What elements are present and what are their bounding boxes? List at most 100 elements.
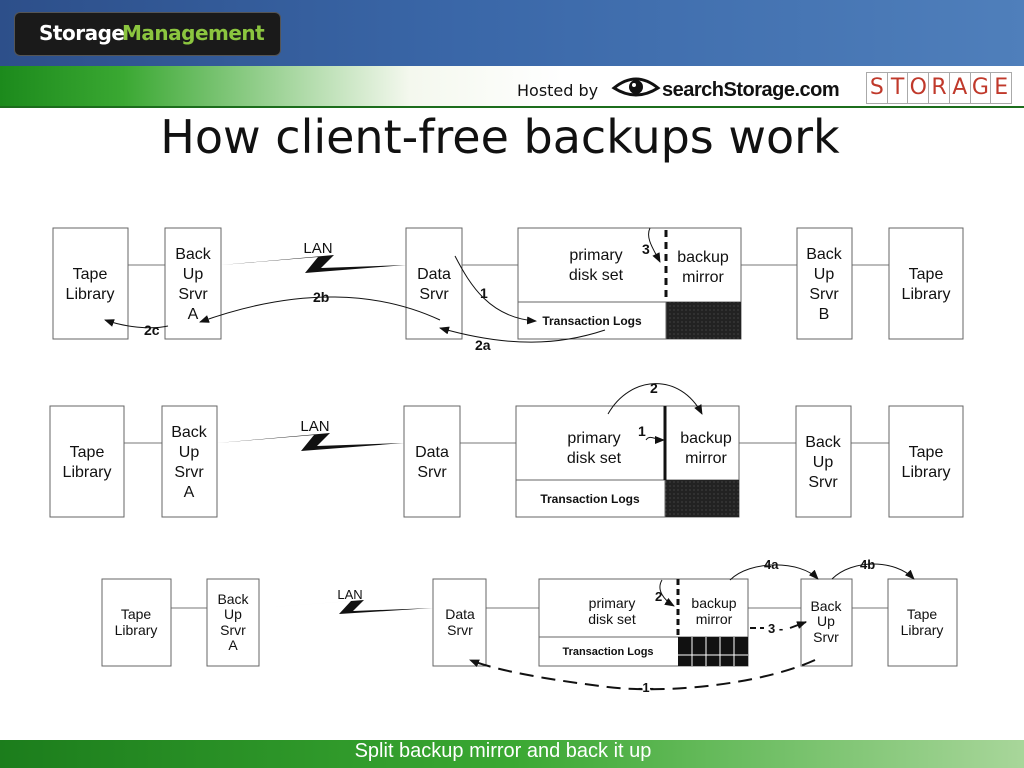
tape-left-line2: Library <box>66 286 115 303</box>
mirror-line1: backup <box>680 430 732 447</box>
step-4b-arrow <box>831 563 915 580</box>
transaction-logs-label: Transaction Logs <box>542 314 642 328</box>
step-1-arrow <box>645 435 665 444</box>
storage-letter: G <box>971 73 992 103</box>
hosted-by-label: Hosted by <box>517 81 599 100</box>
step-4a-arrow <box>729 564 819 581</box>
step-3-label: 3 - <box>768 621 783 636</box>
tape-right-line2: Library <box>902 286 951 303</box>
bsa-line1: Back <box>171 424 208 441</box>
bs-line2: Up <box>817 613 835 629</box>
mirror-logs-block <box>666 302 741 339</box>
bs-line1: Back <box>805 434 842 451</box>
mirror-line1: backup <box>691 595 736 611</box>
step-2c-label: 2c <box>144 322 160 338</box>
tape-left-line1: Tape <box>70 444 105 461</box>
lan-lightning-bolt <box>221 255 406 273</box>
tape-left-line1: Tape <box>121 606 152 622</box>
storage-management-logo: Storage Management <box>14 12 281 56</box>
step-4b-label: 4b <box>860 557 875 572</box>
step-2b-label: 2b <box>313 289 329 305</box>
data-server <box>405 227 463 340</box>
lan-lightning-bolt <box>217 433 404 451</box>
step-1-arrow <box>454 255 537 325</box>
tape-library-right <box>887 578 958 667</box>
searchstorage-logo: searchStorage.com <box>610 68 850 108</box>
header-divider <box>0 106 1024 108</box>
tape-right-line1: Tape <box>909 266 944 283</box>
step-3-arrow <box>648 227 661 263</box>
tape-right-line1: Tape <box>907 606 938 622</box>
ds-line1: Data <box>417 266 451 283</box>
backup-server-a <box>206 578 260 667</box>
backup-server-a <box>164 227 222 340</box>
tape-library-left <box>101 578 172 667</box>
primary-line1: primary <box>569 247 622 264</box>
ds-line2: Srvr <box>417 464 447 481</box>
backup-server <box>800 578 853 667</box>
mirror-line1: backup <box>677 249 729 266</box>
bsa-line4: A <box>228 637 238 653</box>
step-2-label: 2 <box>655 589 662 604</box>
data-server <box>403 405 461 518</box>
step-2-arrow <box>607 383 703 415</box>
lan-lightning-bolt <box>259 600 433 614</box>
lan-label: LAN <box>303 240 332 257</box>
bs-line3: Srvr <box>808 474 838 491</box>
step-4a-label: 4a <box>764 557 779 572</box>
bsb-line1: Back <box>806 246 843 263</box>
primary-line1: primary <box>589 595 636 611</box>
step-3-label: 3 <box>642 241 650 257</box>
step-3-arrow <box>789 621 807 629</box>
ds-line2: Srvr <box>447 622 473 638</box>
backup-server-a <box>161 405 218 518</box>
ds-line1: Data <box>445 606 475 622</box>
bsa-line1: Back <box>175 246 212 263</box>
mirror-line2: mirror <box>696 611 733 627</box>
bsa-line1: Back <box>217 591 249 607</box>
mirror-line2: mirror <box>682 269 724 286</box>
eye-icon <box>611 77 661 97</box>
hosted-bar <box>0 66 1024 106</box>
backup-server-b <box>796 227 853 340</box>
storage-magazine-logo: S T O R A G E <box>866 72 1012 104</box>
diagram-1: Tape Library Back Up Srvr A LAN Data Srv… <box>52 227 964 353</box>
step-2a-arrow <box>439 326 606 343</box>
tape-right-line2: Library <box>902 464 951 481</box>
mirror-line2: mirror <box>685 450 727 467</box>
backup-server <box>795 405 852 518</box>
ds-line1: Data <box>415 444 449 461</box>
tape-library-left <box>52 227 129 340</box>
tape-right-line2: Library <box>901 622 944 638</box>
footer-bar: Split backup mirror and back it up <box>0 740 1024 768</box>
step-1-label: -1- <box>638 680 654 695</box>
diagram-3: Tape Library Back Up Srvr A LAN Data Srv… <box>101 557 958 695</box>
tape-right-line1: Tape <box>909 444 944 461</box>
bsa-line2: Up <box>179 444 200 461</box>
storage-letter: E <box>994 75 1009 100</box>
searchstorage-text: searchStorage.com <box>662 79 840 101</box>
bs-line2: Up <box>813 454 834 471</box>
bs-line3: Srvr <box>813 629 839 645</box>
primary-line1: primary <box>567 430 620 447</box>
primary-line2: disk set <box>588 611 636 627</box>
step-1-dashed-arrow <box>469 659 816 691</box>
storage-letter: T <box>888 73 909 103</box>
tape-library-right <box>888 405 964 518</box>
bsb-line2: Up <box>814 266 835 283</box>
primary-line2: disk set <box>569 267 624 284</box>
step-2a-label: 2a <box>475 337 491 353</box>
transaction-logs-label: Transaction Logs <box>562 646 653 658</box>
slide-title: How client-free backups work <box>160 110 840 164</box>
brand-part2: Management <box>122 21 265 45</box>
transaction-logs-label: Transaction Logs <box>540 492 640 506</box>
bsa-line3: Srvr <box>174 464 204 481</box>
footer-caption: Split backup mirror and back it up <box>354 740 652 762</box>
storage-letter: S <box>867 73 888 103</box>
bsa-line3: Srvr <box>220 622 246 638</box>
bsb-line4: B <box>819 306 830 323</box>
tape-left-line2: Library <box>63 464 112 481</box>
brand-part1: Storage <box>39 21 125 45</box>
header-bar: Storage Management <box>0 0 1024 66</box>
tape-library-right <box>888 227 964 340</box>
